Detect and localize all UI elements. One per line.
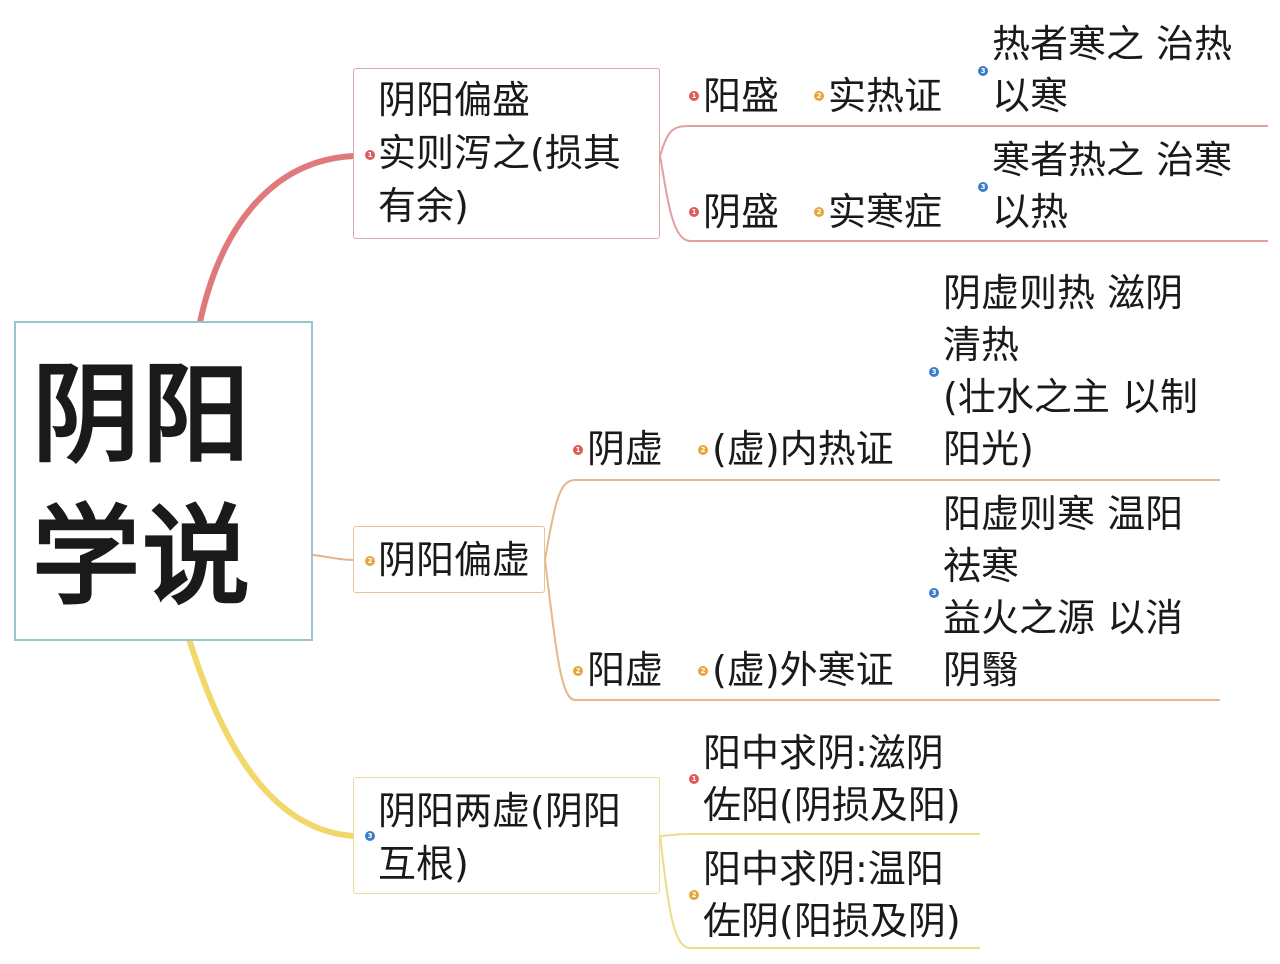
b2-c1-leaf-line-4: 阳光): [943, 427, 1034, 471]
connector-b1-c2: [659, 155, 1268, 242]
branch-node-1[interactable]: [353, 68, 660, 239]
branch-3-line-2: 互根): [378, 842, 469, 886]
branch-1-line-1: 阴阳偏盛: [378, 78, 531, 122]
b2-c1-badge: 1: [573, 445, 583, 455]
b1-c1-sub-badge: 2: [814, 91, 824, 101]
b1-c1-badge: 1: [689, 91, 699, 101]
b1-c1-label[interactable]: 阳盛: [703, 74, 780, 118]
connector-b1-c1: [659, 125, 1268, 157]
root-title: 阴阳 学说: [32, 345, 272, 629]
connector-root-branch2: [312, 554, 355, 561]
b3-c1-badge: 1: [689, 774, 699, 784]
root-title-line-2: 学说: [32, 495, 253, 620]
b1-c1-leaf-line-1: 热者寒之 治热: [992, 22, 1233, 66]
connector-b2-c2: [544, 559, 1220, 701]
b2-c1-sub-label[interactable]: (虚)内热证: [712, 427, 894, 471]
b1-c2-leaf-line-1: 寒者热之 治寒: [992, 138, 1233, 182]
connector-b3-c2: [659, 835, 980, 949]
b2-c1-sub-badge: 2: [698, 445, 708, 455]
root-title-line-1: 阴阳: [32, 353, 253, 478]
b2-c1-leaf-line-3: (壮水之主 以制: [943, 375, 1198, 419]
b2-c2-leaf-line-1: 阳虚则寒 温阳: [943, 492, 1184, 536]
b1-c2-leaf-line-2: 以热: [992, 190, 1069, 234]
b2-c2-sub-label[interactable]: (虚)外寒证: [712, 648, 894, 692]
b1-c2-sub-badge: 2: [814, 207, 824, 217]
b1-c1-leaf-badge: 3: [978, 66, 988, 76]
root-node[interactable]: [14, 321, 313, 641]
b2-c1-leaf-badge: 3: [929, 367, 939, 377]
connector-root-branch1: [197, 153, 357, 325]
b2-c1-leaf-line-2: 清热: [943, 323, 1020, 367]
branch-1-line-3: 有余): [378, 184, 469, 228]
b2-c1-leaf-line-1: 阴虚则热 滋阴: [943, 271, 1184, 315]
b2-c2-label[interactable]: 阳虚: [587, 648, 664, 692]
b2-c2-badge: 2: [573, 666, 583, 676]
b3-c2-line-1[interactable]: 阳中求阴:温阳: [703, 847, 944, 891]
b2-c2-leaf-line-2: 祛寒: [943, 544, 1020, 588]
b2-c2-leaf-line-4: 阴翳: [943, 648, 1020, 692]
branch-3-line-1: 阴阳两虚(阴阳: [378, 789, 621, 833]
connector-root-branch3: [187, 639, 357, 839]
b1-c1-sub-label[interactable]: 实热证: [828, 74, 943, 118]
branch-3-badge: 3: [365, 831, 375, 841]
branch-node-3[interactable]: [353, 777, 660, 894]
b2-c2-sub-badge: 2: [698, 666, 708, 676]
connector-b2-c1: [544, 479, 1220, 561]
b1-c2-sub-label[interactable]: 实寒症: [828, 190, 943, 234]
branch-node-2[interactable]: [353, 526, 545, 593]
branch-2-line-1: 阴阳偏虚: [378, 538, 531, 582]
b1-c2-badge: 1: [689, 207, 699, 217]
connector-b3-c1: [659, 833, 980, 837]
b1-c1-leaf-line-2: 以寒: [992, 74, 1069, 118]
b1-c2-label[interactable]: 阴盛: [703, 190, 780, 234]
branch-1-badge: 1: [365, 150, 375, 160]
b2-c2-leaf-badge: 3: [929, 588, 939, 598]
branch-2-badge: 2: [365, 556, 375, 566]
b2-c2-leaf-line-3: 益火之源 以消: [943, 596, 1184, 640]
b2-c1-label[interactable]: 阴虚: [587, 427, 664, 471]
b3-c2-line-2[interactable]: 佐阴(阳损及阴): [703, 899, 961, 943]
b3-c1-line-2[interactable]: 佐阳(阴损及阳): [703, 783, 961, 827]
b1-c2-leaf-badge: 3: [978, 182, 988, 192]
b3-c2-badge: 2: [689, 890, 699, 900]
b3-c1-line-1[interactable]: 阳中求阴:滋阴: [703, 731, 944, 775]
branch-1-line-2: 实则泻之(损其: [378, 131, 621, 175]
